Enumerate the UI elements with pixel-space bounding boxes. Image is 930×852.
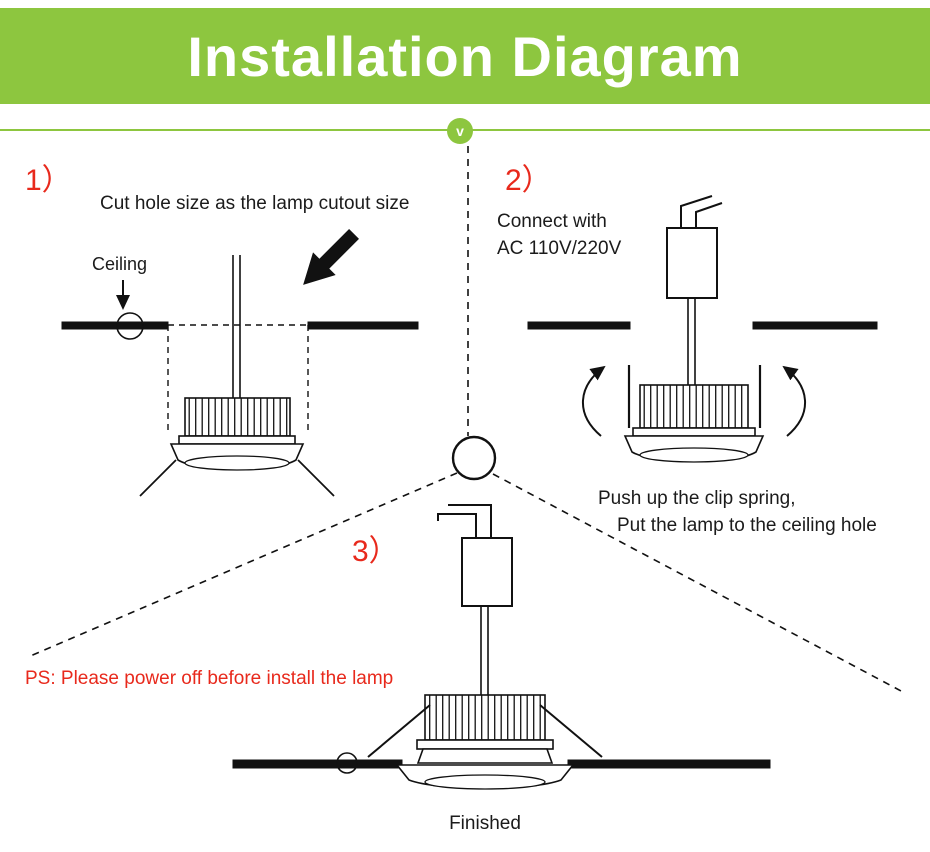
center-node-circle [451,435,497,481]
step3-lamp [416,694,554,764]
step2-note-line1: Push up the clip spring, [598,488,796,509]
step3-number: 3） [352,535,399,568]
step2-lamp [623,384,765,463]
step2-heatsink [639,384,749,429]
power-off-warning: PS: Please power off before install the … [25,668,394,689]
connector-lines [27,146,904,693]
step3-drawing [232,504,771,790]
step2-caption-line2: AC 110V/220V [497,238,622,259]
step1-caption: Cut hole size as the lamp cutout size [100,193,410,214]
step2-note-line2: Put the lamp to the ceiling hole [617,515,877,536]
step2-number: 2） [505,164,552,197]
step2-drawing [527,195,878,463]
step1-heatsink [184,397,291,437]
step3-ceiling-marker [336,752,358,774]
step3-driver-box [461,537,513,607]
push-up-arrow-right [782,365,806,437]
page-title: Installation Diagram [187,24,743,88]
ceiling-hole-marker [116,312,144,340]
finished-label: Finished [449,813,521,834]
step1-number: 1） [25,164,72,197]
push-up-arrow-left [582,365,606,437]
v-badge: v [447,118,473,144]
step1-drawing [61,229,419,497]
step3-heatsink [424,694,546,741]
step2-caption-line1: Connect with [497,211,607,232]
step2-driver-box [666,227,718,299]
step1-lamp [139,397,335,497]
big-down-arrow [303,229,359,285]
ceiling-label: Ceiling [92,254,148,274]
header-banner: Installation Diagram [0,8,930,104]
